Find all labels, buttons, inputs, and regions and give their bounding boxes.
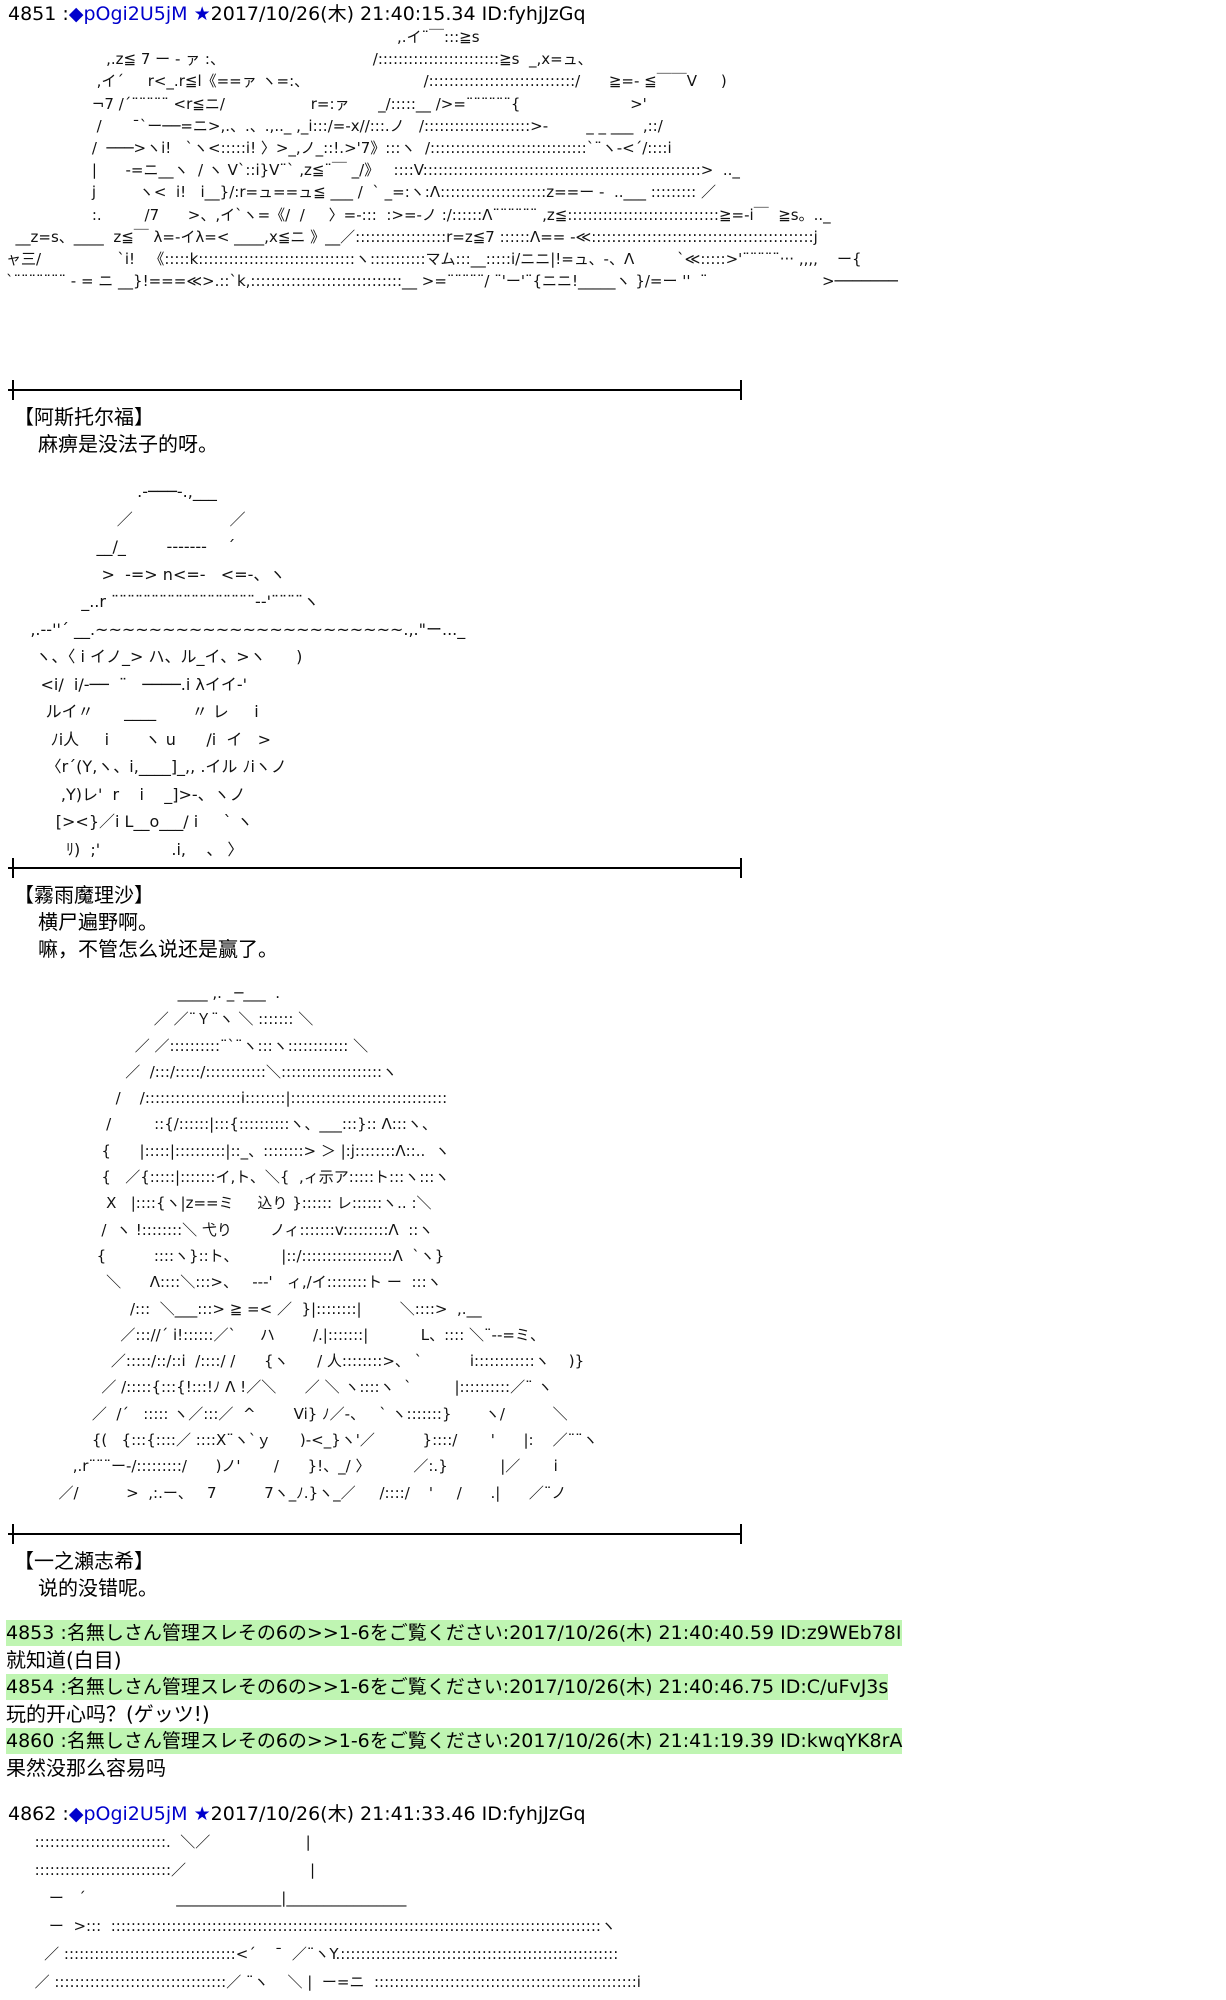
reply-number[interactable]: 4854 xyxy=(6,1676,55,1698)
ascii-art-marisa: .-───-.,___ ／ ／ __/_ ------- ´ > -=> n<=… xyxy=(30,482,466,859)
diamond-icon: ◆ xyxy=(68,1803,84,1825)
speaker-name: 【一之瀬志希】 xyxy=(14,1549,154,1573)
reply-body: 就知道(白目) xyxy=(6,1648,122,1672)
reply-header: 4853 :名無しさん管理スレその6の>>1-6をご覧ください:2017/10/… xyxy=(6,1620,902,1646)
post-separator: : xyxy=(54,1622,67,1644)
reply-id[interactable]: ID:kwqYK8rA xyxy=(780,1730,903,1752)
reply-number[interactable]: 4853 xyxy=(6,1622,55,1644)
speaker-name: 【霧雨魔理沙】 xyxy=(14,883,154,907)
star-icon: ★ xyxy=(193,3,211,25)
scene-divider xyxy=(8,380,742,400)
post-separator: : xyxy=(54,1676,67,1698)
speech-line: 麻痹是没法子的呀。 xyxy=(38,432,218,456)
divider-line xyxy=(8,1533,742,1535)
divider-tick xyxy=(740,858,742,878)
ascii-art-astolfo: ,.イ¨￣:::≧s ,.z≦ 7 ー - ァ :、 /::::::::::::… xyxy=(6,28,898,291)
divider-tick xyxy=(12,380,14,400)
divider-line xyxy=(8,867,742,869)
poster-name: pOgi2U5jM xyxy=(83,1803,188,1825)
divider-tick xyxy=(740,1524,742,1544)
divider-tick xyxy=(12,858,14,878)
divider-tick xyxy=(12,1524,14,1544)
post-id[interactable]: ID:fyhjJzGq xyxy=(481,1803,586,1825)
post-separator: : xyxy=(56,1803,69,1825)
reply-name: 名無しさん管理スレその6の>>1-6をご覧ください xyxy=(66,1676,503,1698)
ascii-art-shiki: ____ ,. _─___ . ／ ／¨Ｙ¨ヽ ＼ ::::::: ＼ ／ ／:… xyxy=(58,984,598,1502)
reply-name: 名無しさん管理スレその6の>>1-6をご覧ください xyxy=(66,1730,503,1752)
reply-body: 果然没那么容易吗 xyxy=(6,1756,166,1780)
reply-name: 名無しさん管理スレその6の>>1-6をご覧ください xyxy=(66,1622,503,1644)
ascii-art-fragment: ::::::::::::::::::::::::::. ＼／ | :::::::… xyxy=(34,1833,641,1991)
reply-header: 4860 :名無しさん管理スレその6の>>1-6をご覧ください:2017/10/… xyxy=(6,1728,903,1754)
speech-line: 说的没错呢。 xyxy=(38,1576,158,1600)
diamond-icon: ◆ xyxy=(68,3,84,25)
speech-line: 嘛，不管怎么说还是赢了。 xyxy=(38,937,278,961)
star-icon: ★ xyxy=(193,1803,211,1825)
reply-datetime: 2017/10/26(木) 21:40:46.75 xyxy=(509,1676,775,1698)
speech-line: 横尸遍野啊。 xyxy=(38,910,158,934)
reply-datetime: 2017/10/26(木) 21:40:40.59 xyxy=(509,1622,775,1644)
post-datetime: 2017/10/26(木) 21:40:15.34 xyxy=(210,3,476,25)
post-id[interactable]: ID:fyhjJzGq xyxy=(481,3,586,25)
post-header: 4851 :◆pOgi2U5jM ★2017/10/26(木) 21:40:15… xyxy=(8,2,586,26)
post-separator: : xyxy=(54,1730,67,1752)
reply-body: 玩的开心吗？(ゲッツ!) xyxy=(6,1702,210,1726)
post-datetime: 2017/10/26(木) 21:41:33.46 xyxy=(210,1803,476,1825)
reply-datetime: 2017/10/26(木) 21:41:19.39 xyxy=(509,1730,775,1752)
post-number[interactable]: 4862 xyxy=(8,1803,57,1825)
reply-id[interactable]: ID:C/uFvJ3s xyxy=(780,1676,889,1698)
post-separator: : xyxy=(56,3,69,25)
divider-tick xyxy=(740,380,742,400)
poster-name: pOgi2U5jM xyxy=(83,3,188,25)
scene-divider xyxy=(8,858,742,878)
scene-divider xyxy=(8,1524,742,1544)
reply-number[interactable]: 4860 xyxy=(6,1730,55,1752)
speaker-name: 【阿斯托尔福】 xyxy=(14,405,154,429)
post-header: 4862 :◆pOgi2U5jM ★2017/10/26(木) 21:41:33… xyxy=(8,1802,586,1826)
divider-line xyxy=(8,389,742,391)
post-number[interactable]: 4851 xyxy=(8,3,57,25)
reply-header: 4854 :名無しさん管理スレその6の>>1-6をご覧ください:2017/10/… xyxy=(6,1674,889,1700)
reply-id[interactable]: ID:z9WEb78I xyxy=(780,1622,902,1644)
